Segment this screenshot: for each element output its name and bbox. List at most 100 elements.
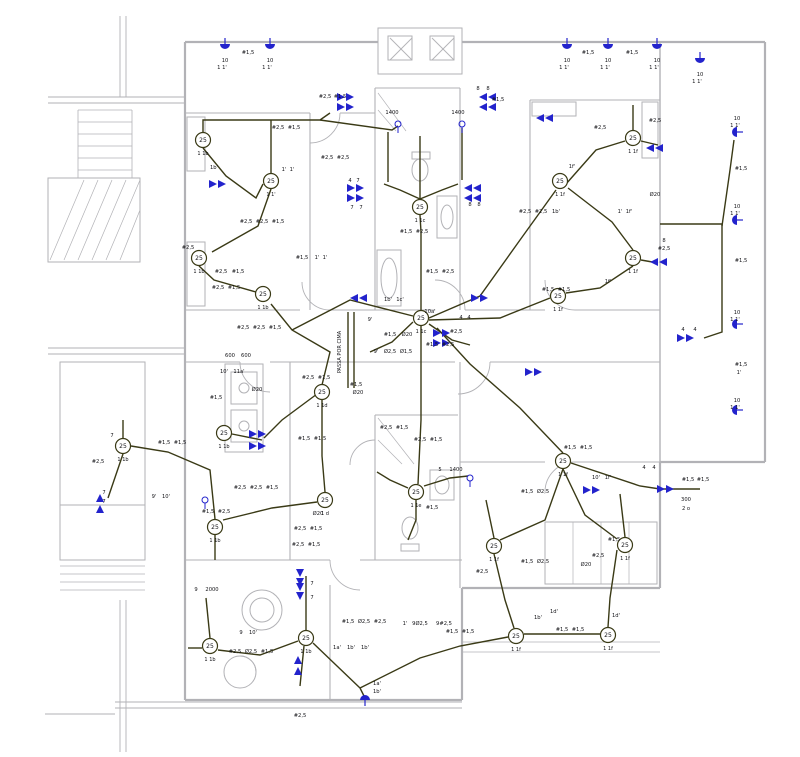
annotation-label: 9 [194, 587, 197, 593]
outlet-icon [732, 215, 743, 225]
chevron [545, 114, 553, 122]
circuit-node [201, 637, 219, 655]
annotation-label: 1f' [605, 279, 612, 285]
annotation-label: 8 [662, 238, 665, 244]
circuit-node [297, 629, 315, 647]
chevron [525, 368, 533, 376]
annotation-label: 1b' [534, 615, 542, 621]
interruptor-icon [294, 656, 302, 675]
outlet-icon [695, 52, 705, 63]
circuit-node-label: 1 1f [628, 149, 638, 155]
wire-run [107, 453, 124, 499]
circuit-node-number: 25 [302, 635, 310, 642]
annotation-label: 1400 [451, 110, 464, 116]
annotation-label: 9' [374, 349, 379, 355]
chevron [650, 258, 658, 266]
wire-run [660, 223, 723, 339]
annotation-label: #2,5 [416, 229, 429, 235]
circuit-node-number: 25 [559, 458, 567, 465]
wire-run [565, 140, 626, 185]
annotation-label: #1,5 [288, 125, 301, 131]
circuit-node [554, 452, 572, 470]
fixture-outline [429, 35, 455, 61]
circuit-node-label: 1 1f [603, 646, 613, 652]
wall-line [63, 179, 99, 261]
annotation-label: #1,5 [697, 477, 710, 483]
annotation-label: 9' [368, 317, 373, 323]
wall-line [119, 209, 141, 261]
annotation-label: 1c' [396, 297, 404, 303]
annotation-label: #1,5 [582, 50, 595, 56]
annotation-label: 9#2,5 [436, 621, 452, 627]
door-arc [329, 559, 361, 591]
annotation-label: Ø2,5 [245, 648, 257, 655]
wire-run [565, 265, 634, 294]
annotation-label: 7 [310, 595, 313, 601]
wire-run [231, 433, 263, 441]
annotation-label: #1,5 [446, 629, 459, 635]
outlet-body [220, 44, 230, 49]
switch-arrow-icon [350, 294, 367, 302]
annotation-label: #1,5 [296, 255, 309, 261]
circuit-node-label: 1 1b [193, 269, 204, 275]
annotation-label: #1,5 [272, 219, 285, 225]
annotation-label: 5 [438, 467, 441, 473]
wall-line [105, 179, 141, 261]
annotation-label: 7 [310, 581, 313, 587]
outlet-body [652, 44, 662, 49]
annotation-label: 1 1' [730, 211, 740, 217]
wall-line [377, 439, 403, 465]
circuit-node-number: 25 [318, 389, 326, 396]
annotation-label: #2,5 [592, 553, 605, 559]
annotation-label: #1,5 [384, 332, 397, 338]
chevron [258, 442, 266, 450]
annotation-label: #1,5 [318, 375, 331, 381]
annotation-label: #1,5 [556, 627, 569, 633]
outlet-body [732, 215, 737, 225]
chevron [657, 485, 665, 493]
outlet-icon [732, 405, 743, 415]
annotation-label: #1,5 [350, 382, 363, 388]
annotation-label: #2,5 [92, 459, 105, 465]
wire-run [205, 597, 211, 639]
chevron [646, 144, 654, 152]
chevron [337, 103, 345, 111]
circuit-node-number: 25 [554, 293, 562, 300]
wire-run [263, 393, 318, 439]
chevron [296, 583, 304, 591]
annotation-label: 1 1' [730, 405, 740, 411]
annotation-label: 1' [282, 167, 287, 173]
circuit-node-number: 25 [195, 255, 203, 262]
fixture-outline [186, 241, 206, 307]
switch-arrow-icon [677, 334, 694, 342]
wire-run [428, 189, 557, 319]
switch-arrow-icon [464, 184, 481, 192]
annotation-label: #2,5 [302, 375, 315, 381]
fixture-ellipse [238, 420, 250, 432]
annotation-label: 1 1' [559, 65, 569, 71]
fixture-outline [59, 504, 146, 561]
triangle [294, 656, 302, 664]
chevron [442, 339, 450, 347]
chevron [686, 334, 694, 342]
annotation-label: 1 1' [692, 79, 702, 85]
annotation-label: #2,5 [535, 209, 548, 215]
circuit-node [194, 131, 212, 149]
annotation-label: 1 1' [262, 65, 272, 71]
annotation-label: 1' [737, 370, 742, 376]
annotation-label: #1,5 [396, 425, 409, 431]
wall-line [431, 37, 455, 61]
circuit-node-number: 25 [199, 137, 207, 144]
chevron [346, 103, 354, 111]
annotation-label: #1,5 [269, 325, 282, 331]
annotation-label: 1a' [333, 645, 341, 651]
wire-run [202, 112, 331, 133]
wire-run [312, 642, 361, 689]
annotation-label: 2 o [682, 506, 690, 512]
annotation-label: #1,5 [735, 362, 748, 368]
circuit-node-number: 25 [556, 178, 564, 185]
circuit-node-number: 25 [321, 497, 329, 504]
wire-run [383, 183, 421, 200]
annotation-label: #1,5 [242, 50, 255, 56]
fixture-outline [387, 35, 413, 61]
